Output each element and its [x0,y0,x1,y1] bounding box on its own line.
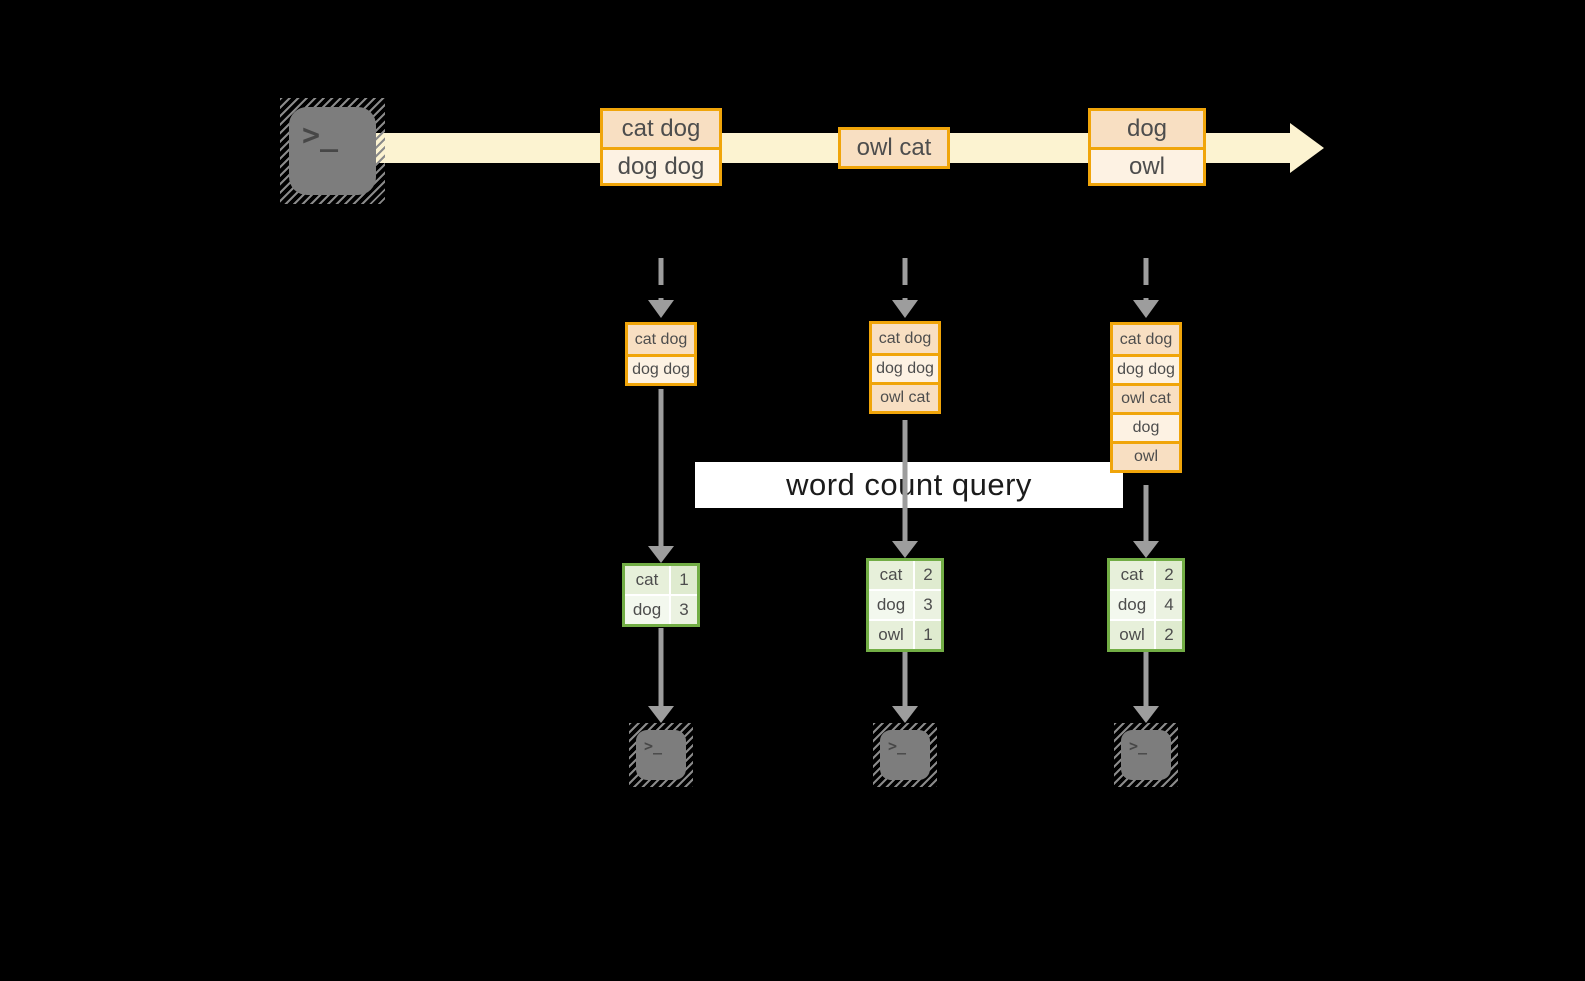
query-label-text: word count query [786,467,1032,502]
terminal-screen: >_ [636,730,686,780]
count-word: dog [625,596,669,624]
terminal-screen: >_ [880,730,930,780]
prompt-glyph: >_ [302,118,339,153]
count-word: dog [869,591,913,619]
output-arrow-1 [648,628,674,723]
prompt-glyph: >_ [888,737,907,755]
state-line: dog [1113,412,1179,441]
event-line: owl cat [841,130,947,166]
stream-arrowhead-icon [1290,123,1324,173]
count-table-3: cat 2 dog 4 owl 2 [1107,558,1185,652]
output-arrow-3 [1133,652,1159,723]
count-value: 2 [915,561,941,589]
prompt-glyph: >_ [1129,737,1148,755]
state-stack-2: cat dog dog dog owl cat [869,321,941,414]
count-table-2: cat 2 dog 3 owl 1 [866,558,944,652]
event-line: dog [1091,111,1203,147]
count-word: cat [625,566,669,594]
source-terminal-icon: >_ [280,98,385,204]
count-value: 2 [1156,561,1182,589]
count-word: owl [869,621,913,649]
count-value: 3 [671,596,697,624]
count-value: 4 [1156,591,1182,619]
query-arrow-2 [892,420,918,558]
state-line: cat dog [1113,325,1179,354]
terminal-screen: >_ [289,107,376,195]
count-word: dog [1110,591,1154,619]
count-word: cat [869,561,913,589]
state-line: owl cat [872,382,938,411]
state-stack-1: cat dog dog dog [625,322,697,386]
count-word: cat [1110,561,1154,589]
state-line: owl cat [1113,383,1179,412]
terminal-screen: >_ [1121,730,1171,780]
dashed-arrow-1 [648,258,674,318]
stream-event-2: owl cat [838,127,950,169]
event-line: owl [1091,147,1203,183]
state-stack-3: cat dog dog dog owl cat dog owl [1110,322,1182,473]
word-count-query-label: word count query [695,462,1123,508]
state-line: cat dog [872,324,938,353]
count-value: 3 [915,591,941,619]
count-value: 1 [915,621,941,649]
event-line: cat dog [603,111,719,147]
sink-terminal-icon-1: >_ [629,723,693,787]
count-word: owl [1110,621,1154,649]
output-arrow-2 [892,652,918,723]
state-line: cat dog [628,325,694,354]
state-line: dog dog [872,353,938,382]
query-arrow-1 [648,389,674,563]
sink-terminal-icon-3: >_ [1114,723,1178,787]
state-line: dog dog [628,354,694,383]
state-line: dog dog [1113,354,1179,383]
stream-event-3: dog owl [1088,108,1206,186]
prompt-glyph: >_ [644,737,663,755]
sink-terminal-icon-2: >_ [873,723,937,787]
count-value: 2 [1156,621,1182,649]
state-line: owl [1113,441,1179,470]
query-arrow-3 [1133,485,1159,558]
count-value: 1 [671,566,697,594]
dashed-arrow-2 [892,258,918,318]
stream-event-1: cat dog dog dog [600,108,722,186]
event-line: dog dog [603,147,719,183]
count-table-1: cat 1 dog 3 [622,563,700,627]
dashed-arrow-3 [1133,258,1159,318]
